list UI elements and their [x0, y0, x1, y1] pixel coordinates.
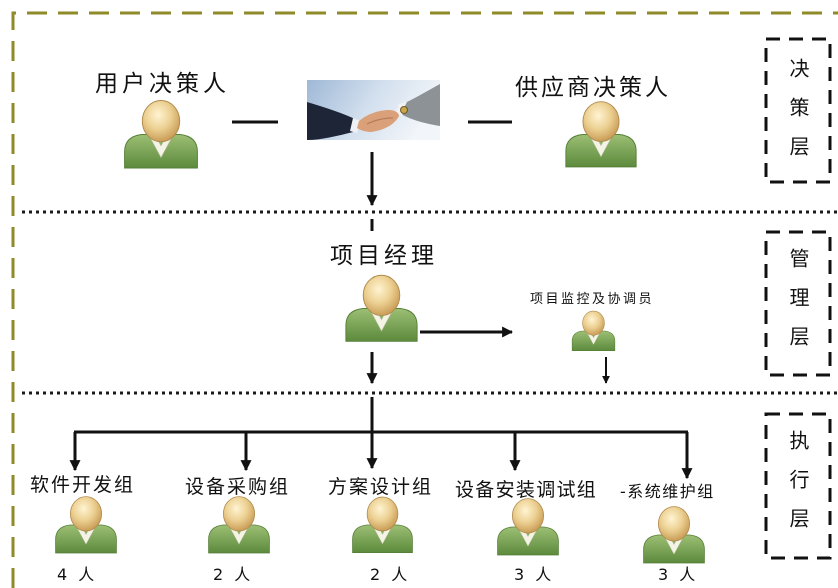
- layer-label-management: 管理层: [786, 248, 810, 365]
- layer-label-box-management: [764, 230, 832, 377]
- outer-dashed-border: [11, 11, 838, 588]
- group-5-name: -系统维护组: [620, 482, 715, 501]
- layer-label-decision: 决策层: [786, 58, 810, 175]
- project-manager-label: 项目经理: [330, 243, 438, 269]
- group-5-person-icon: [643, 506, 705, 564]
- layer-label-execution: 执行层: [786, 430, 810, 547]
- group-3-person-icon: [352, 496, 413, 553]
- handshake-image: [307, 80, 440, 140]
- layer-label-box-decision: [764, 37, 832, 184]
- handshake-finger-line: [366, 117, 394, 125]
- group-2-person-icon: [208, 496, 270, 554]
- group-3-name: 方案设计组: [328, 476, 434, 498]
- supplier-person-icon: [565, 101, 637, 168]
- group-1-count: 4 人: [57, 565, 98, 584]
- monitor-coordinator-label: 项目监控及协调员: [530, 292, 655, 307]
- supplier-decision-maker-label: 供应商决策人: [515, 75, 671, 101]
- group-5-count: 3 人: [658, 565, 699, 584]
- client-decision-maker-label: 用户决策人: [95, 71, 230, 97]
- client-person-icon: [124, 100, 198, 169]
- coordinator-person-icon: [571, 310, 616, 351]
- group-4-name: 设备安装调试组: [455, 479, 598, 501]
- group-2-name: 设备采购组: [185, 476, 291, 498]
- group-2-count: 2 人: [213, 565, 254, 584]
- group-1-name: 软件开发组: [30, 474, 136, 496]
- watch-icon: [400, 106, 408, 114]
- group-1-person-icon: [55, 496, 117, 554]
- group-3-count: 2 人: [370, 565, 411, 584]
- handshake-left-cuff: [350, 118, 361, 133]
- group-4-person-icon: [497, 498, 559, 556]
- handshake-left-sleeve: [307, 102, 357, 140]
- layer-label-box-execution: [764, 412, 832, 560]
- handshake-hands: [357, 110, 399, 132]
- project-manager-person-icon: [345, 274, 418, 342]
- handshake-right-sleeve: [401, 84, 440, 126]
- group-4-count: 3 人: [514, 565, 555, 584]
